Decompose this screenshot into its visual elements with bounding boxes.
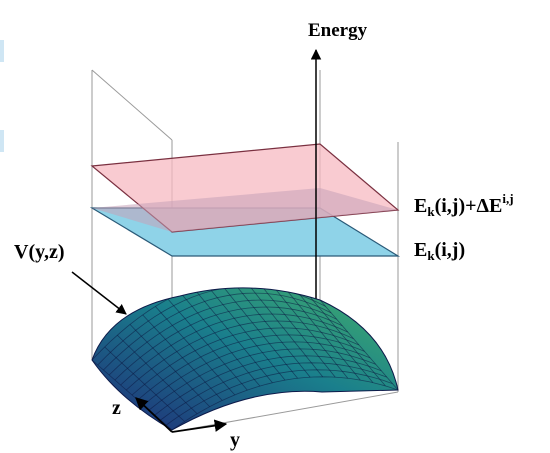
surface-mesh-line bbox=[137, 334, 365, 401]
left-edge-strip-bottom bbox=[0, 130, 4, 152]
surface-mesh-line bbox=[114, 306, 343, 381]
box-edge-top-left bbox=[91, 69, 173, 141]
upper-plane-label-arg: (i,j)+ΔE bbox=[435, 195, 503, 217]
upper-plane-label: Ek(i,j)+ΔEi,j bbox=[414, 191, 514, 219]
surface-mesh-line bbox=[154, 355, 382, 416]
z-axis-arrow bbox=[135, 397, 173, 433]
surface-mesh-line bbox=[120, 313, 349, 386]
surface-mesh-line bbox=[171, 376, 398, 430]
potential-label: V(y,z) bbox=[14, 241, 65, 263]
surface-mesh-line bbox=[166, 369, 393, 426]
upper-plane-label-sup: i,j bbox=[502, 191, 513, 206]
potential-surface bbox=[91, 287, 399, 431]
surface-mesh-line bbox=[131, 327, 360, 396]
z-axis-label: z bbox=[112, 397, 121, 419]
surface-mesh-line bbox=[103, 292, 332, 371]
y-axis-label: y bbox=[230, 429, 240, 451]
lower-plane-label-arg: (i,j) bbox=[435, 239, 466, 261]
lower-plane-label: Ek(i,j) bbox=[414, 239, 465, 263]
surface-mesh-line bbox=[126, 320, 354, 391]
surface-mesh-line bbox=[160, 362, 388, 421]
plane-overlap-region bbox=[92, 188, 398, 232]
left-edge-strip-top bbox=[0, 40, 4, 62]
box-edge-bottom-front bbox=[171, 391, 399, 433]
upper-plane-label-base: E bbox=[414, 195, 427, 217]
y-axis-arrow bbox=[171, 419, 228, 433]
surface-mesh-line bbox=[148, 348, 376, 411]
surface-mesh-line bbox=[92, 287, 321, 361]
potential-pointer-arrow bbox=[71, 271, 127, 315]
upper-plane-label-sub: k bbox=[427, 204, 435, 219]
lower-plane-label-sub: k bbox=[427, 248, 435, 263]
surface-mesh-line bbox=[108, 299, 337, 376]
lower-plane-label-base: E bbox=[414, 239, 427, 261]
surface-mesh-line bbox=[143, 341, 371, 406]
energy-axis-label: Energy bbox=[308, 20, 368, 41]
